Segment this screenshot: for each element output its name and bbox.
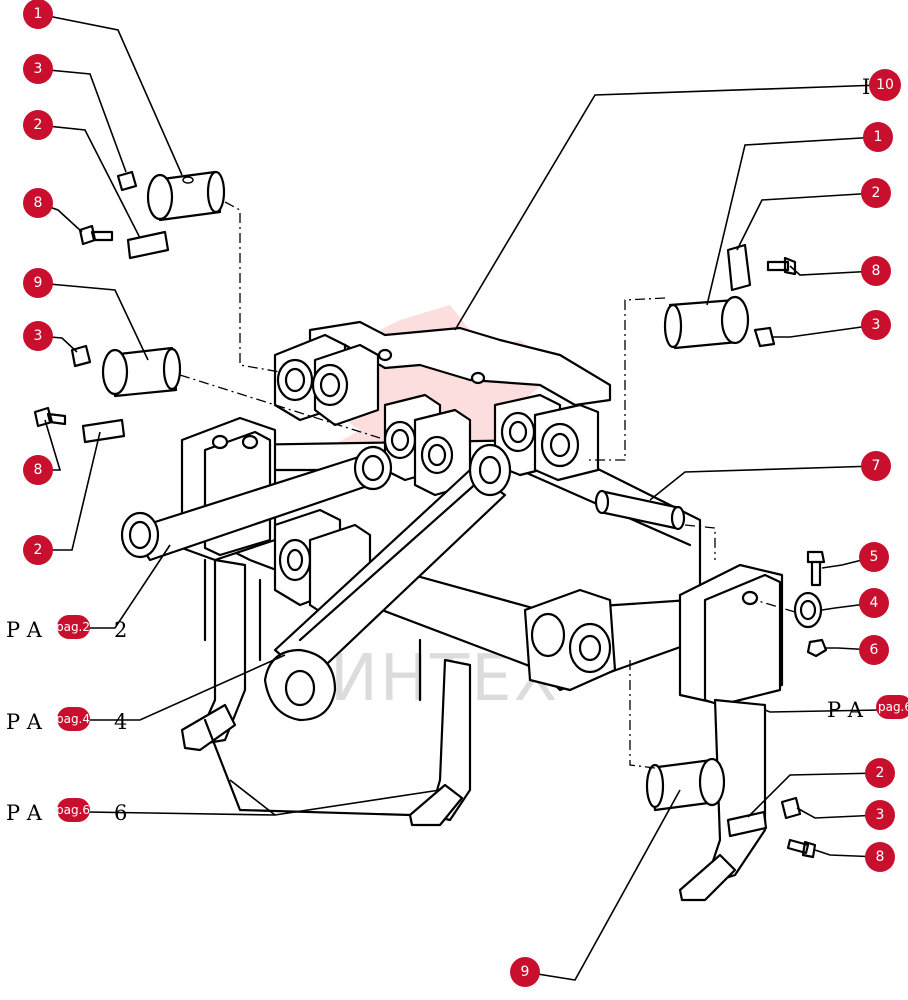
page-ref-6-right-badge [876,695,908,719]
page-ref-6-badge-label: pag.6 [56,803,90,817]
left-shank [193,558,247,747]
callout-9a: 9 [23,268,53,298]
callout-1a: 1 [23,0,53,29]
bolt-8d [786,838,817,859]
callout-3a-label: 3 [34,61,43,77]
loose-parts-right [594,243,828,859]
callout-3d: 3 [865,800,895,830]
callout-10: 10 [869,69,901,101]
callout-1b-label: 1 [874,129,883,145]
callout-9b-label: 9 [521,964,530,980]
callout-8b-label: 8 [34,462,43,478]
callout-6: 6 [859,635,889,665]
callout-10-label: 10 [876,77,894,93]
page-ref-6-prefix: P A [6,801,43,825]
bolt-8b [33,406,67,428]
callout-4-label: 4 [870,595,879,611]
page-ref-4-number: 4 [114,710,127,734]
page-ref-2-prefix: P A [6,618,43,642]
callout-2d: 2 [865,758,895,788]
callout-8b: 8 [23,455,53,485]
grease-nipple-3c [753,326,776,348]
callout-4: 4 [859,588,889,618]
assembly-centre-lines [179,201,796,769]
page-ref-6-right-badge-label: pag.6 [878,700,908,714]
callout-2c: 2 [861,178,891,208]
centre-shank [428,658,472,822]
page-ref-2[interactable]: P A pag.2 2 [6,615,127,642]
callout-9b: 9 [510,957,540,987]
page-ref-6-badge [57,798,90,822]
lock-plate-2a [126,230,170,260]
grease-nipple-3d [780,796,802,820]
partial-glyph: I [862,75,870,99]
callout-8d-label: 8 [876,849,885,865]
callout-3d-label: 3 [876,807,885,823]
page-ref-6-number: 6 [114,801,127,825]
grease-nipple-3a [116,170,138,192]
callout-3c-label: 3 [872,317,881,333]
callout-8c: 8 [861,256,891,286]
page-ref-2-badge [57,615,90,639]
callout-8a: 8 [23,188,53,218]
page-ref-2-number: 2 [114,618,127,642]
callout-2a: 2 [23,110,53,140]
callout-7: 7 [861,451,891,481]
page-ref-4-badge [57,707,90,731]
callout-2a-label: 2 [34,117,43,133]
callout-8d: 8 [865,842,895,872]
bolt-8a [78,224,114,246]
bolt-8c [766,256,797,276]
lock-plate-2b [81,418,126,444]
callout-5-label: 5 [870,549,879,565]
callout-3b: 3 [23,321,53,351]
lock-plate-2d [726,810,768,838]
callout-2d-label: 2 [876,765,885,781]
callout-7-label: 7 [872,458,881,474]
page-references: P A pag.2 2 P A pag.4 4 P A pag.6 6 P A … [6,615,908,825]
page-ref-2-badge-label: pag.2 [56,620,90,634]
callout-2c-label: 2 [872,185,881,201]
loose-parts-left [33,170,226,444]
page-ref-6-right[interactable]: P A pag.6 [827,695,908,722]
page-ref-4-badge-label: pag.4 [56,712,90,726]
callout-5: 5 [859,542,889,572]
callout-3c: 3 [861,310,891,340]
lock-plate-2c [726,243,752,292]
callout-8a-label: 8 [34,195,43,211]
bolt-5 [806,550,826,587]
callout-1b: 1 [863,122,893,152]
callout-1a-label: 1 [34,6,43,22]
page-ref-6-right-prefix: P A [827,698,864,722]
callout-2b: 2 [23,535,53,565]
page-ref-6[interactable]: P A pag.6 6 [6,798,127,825]
callout-6-label: 6 [870,642,879,658]
page-ref-4[interactable]: P A pag.4 4 [6,707,127,734]
callout-8c-label: 8 [872,263,881,279]
main-frame-assembly [120,320,784,902]
right-shank [703,698,767,887]
callout-2b-label: 2 [34,542,43,558]
leader-lines [37,13,881,981]
nut-6 [806,638,828,658]
callout-9a-label: 9 [34,275,43,291]
callout-3b-label: 3 [34,328,43,344]
page-ref-4-prefix: P A [6,710,43,734]
callout-3a: 3 [23,54,53,84]
callout-badges: 1 3 2 8 9 3 8 2 [23,0,901,987]
